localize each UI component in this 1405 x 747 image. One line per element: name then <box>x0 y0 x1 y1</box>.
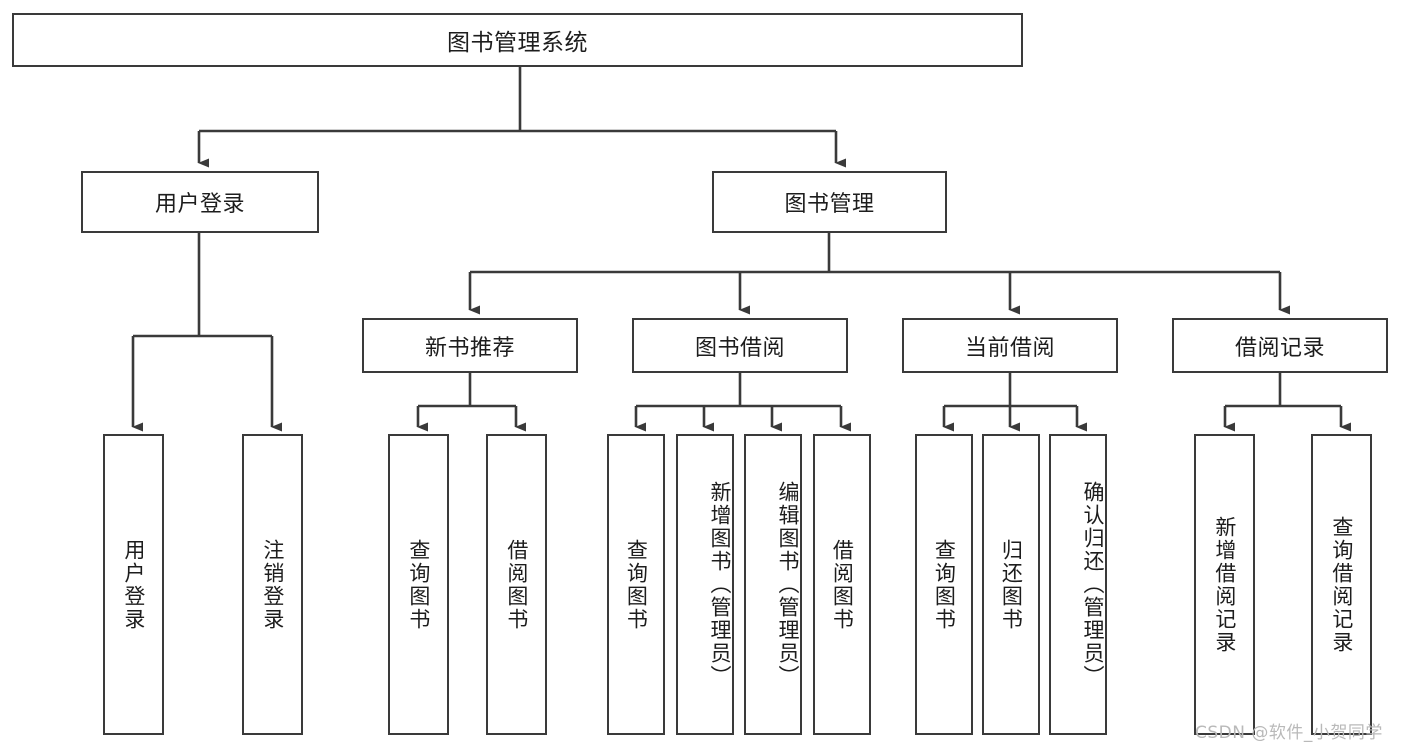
leaf-query-book-3[interactable]: 查询图书 <box>915 434 973 735</box>
csdn-watermark: CSDN @软件_小贺同学 <box>1195 723 1383 743</box>
node-label: 借阅图书 <box>504 538 529 631</box>
leaf-add-book[interactable]: 新增图书（管理员） <box>676 434 734 735</box>
node-label: 借阅记录 <box>1234 335 1325 361</box>
node-new-book-recommend[interactable]: 新书推荐 <box>362 318 578 373</box>
node-label: 用户登录 <box>154 192 245 217</box>
leaf-borrow-book-1[interactable]: 借阅图书 <box>486 434 547 735</box>
node-label: 图书管理系统 <box>447 30 588 56</box>
node-label: 查询图书 <box>406 538 431 631</box>
node-label: 新增图书（管理员） <box>708 481 732 688</box>
node-label: 注销登录 <box>260 538 285 631</box>
node-label: 用户登录 <box>121 538 146 631</box>
node-label: 图书借阅 <box>694 335 785 361</box>
leaf-add-record[interactable]: 新增借阅记录 <box>1194 434 1255 735</box>
node-label: 图书管理 <box>784 192 875 217</box>
leaf-borrow-book-2[interactable]: 借阅图书 <box>813 434 871 735</box>
node-book-borrow[interactable]: 图书借阅 <box>632 318 848 373</box>
node-label: 借阅图书 <box>830 538 855 631</box>
node-label: 编辑图书（管理员） <box>776 481 800 688</box>
leaf-query-book-1[interactable]: 查询图书 <box>388 434 449 735</box>
leaf-confirm-return[interactable]: 确认归还（管理员） <box>1049 434 1107 735</box>
leaf-query-book-2[interactable]: 查询图书 <box>607 434 665 735</box>
leaf-return-book[interactable]: 归还图书 <box>982 434 1040 735</box>
node-label: 查询图书 <box>932 538 957 631</box>
node-user-login[interactable]: 用户登录 <box>81 171 319 233</box>
node-label: 确认归还（管理员） <box>1081 481 1105 688</box>
leaf-query-record[interactable]: 查询借阅记录 <box>1311 434 1372 735</box>
node-current-borrow[interactable]: 当前借阅 <box>902 318 1118 373</box>
node-label: 当前借阅 <box>964 335 1055 361</box>
node-label: 新增借阅记录 <box>1212 515 1237 654</box>
leaf-user-login[interactable]: 用户登录 <box>103 434 164 735</box>
node-label: 查询借阅记录 <box>1329 515 1354 654</box>
leaf-edit-book[interactable]: 编辑图书（管理员） <box>744 434 802 735</box>
node-root-system[interactable]: 图书管理系统 <box>12 13 1023 67</box>
node-label: 查询图书 <box>624 538 649 631</box>
node-label: 归还图书 <box>999 538 1024 631</box>
leaf-user-logout[interactable]: 注销登录 <box>242 434 303 735</box>
node-label: 新书推荐 <box>424 335 515 361</box>
node-book-manage[interactable]: 图书管理 <box>712 171 947 233</box>
node-borrow-record[interactable]: 借阅记录 <box>1172 318 1388 373</box>
